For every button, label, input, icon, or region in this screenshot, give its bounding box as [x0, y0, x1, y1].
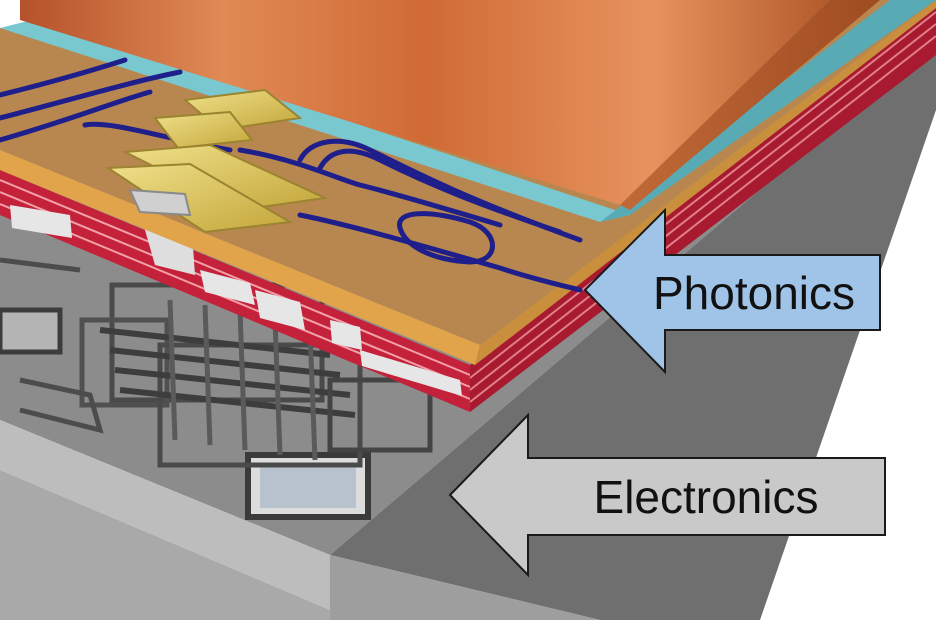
cladding-layer-side	[600, 0, 936, 222]
substrate-bottom	[0, 470, 330, 620]
electronics-label: Electronics	[594, 471, 819, 523]
photonic-layer-front-edge	[0, 150, 480, 365]
photonics-label: Photonics	[653, 267, 855, 319]
substrate-front-face	[0, 420, 330, 610]
electronic-circuit-layout	[0, 257, 433, 520]
left-arrow-icon	[448, 412, 886, 578]
substrate-front-corner	[330, 555, 600, 620]
cladding-layer	[0, 18, 630, 222]
left-arrow-icon	[583, 207, 881, 375]
gold-electrodes	[104, 88, 329, 234]
copper-block-front	[20, 0, 830, 205]
electronics-arrow: Electronics	[448, 412, 886, 578]
copper-block-side	[620, 0, 880, 210]
photonic-layer-side-edge	[475, 0, 936, 365]
metal-interconnect-stack	[0, 170, 471, 412]
photonics-arrow: Photonics	[583, 207, 881, 375]
